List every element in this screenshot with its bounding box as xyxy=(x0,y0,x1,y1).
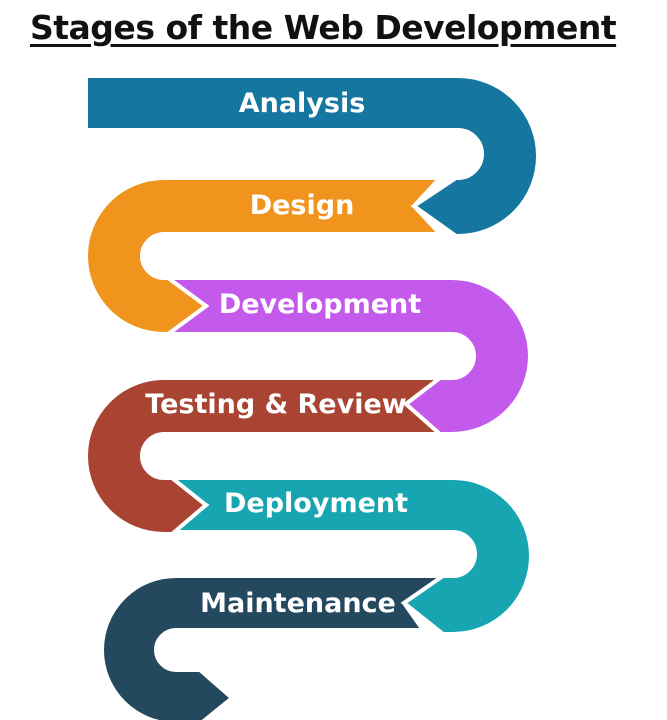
stage-testing-review-label: Testing & Review xyxy=(145,389,406,420)
stage-deployment-band xyxy=(159,476,533,636)
stage-deployment: Deployment xyxy=(159,476,533,636)
stage-testing-review-band xyxy=(84,376,446,536)
stage-development-band xyxy=(161,276,532,436)
stage-design: Design xyxy=(84,176,445,336)
stage-design-label: Design xyxy=(250,190,355,221)
page-title: Stages of the Web Development xyxy=(30,8,617,47)
stage-analysis-band xyxy=(84,74,540,238)
stage-maintenance-band xyxy=(100,574,450,720)
stage-deployment-label: Deployment xyxy=(224,488,408,519)
stage-analysis: Analysis xyxy=(84,74,540,238)
stage-development: Development xyxy=(161,276,532,436)
stage-development-label: Development xyxy=(219,289,421,320)
stage-testing-review: Testing & Review xyxy=(84,376,446,536)
stage-design-band xyxy=(84,176,445,336)
stage-maintenance-label: Maintenance xyxy=(200,588,396,619)
stage-analysis-label: Analysis xyxy=(239,88,366,119)
stage-maintenance: Maintenance xyxy=(100,574,450,720)
